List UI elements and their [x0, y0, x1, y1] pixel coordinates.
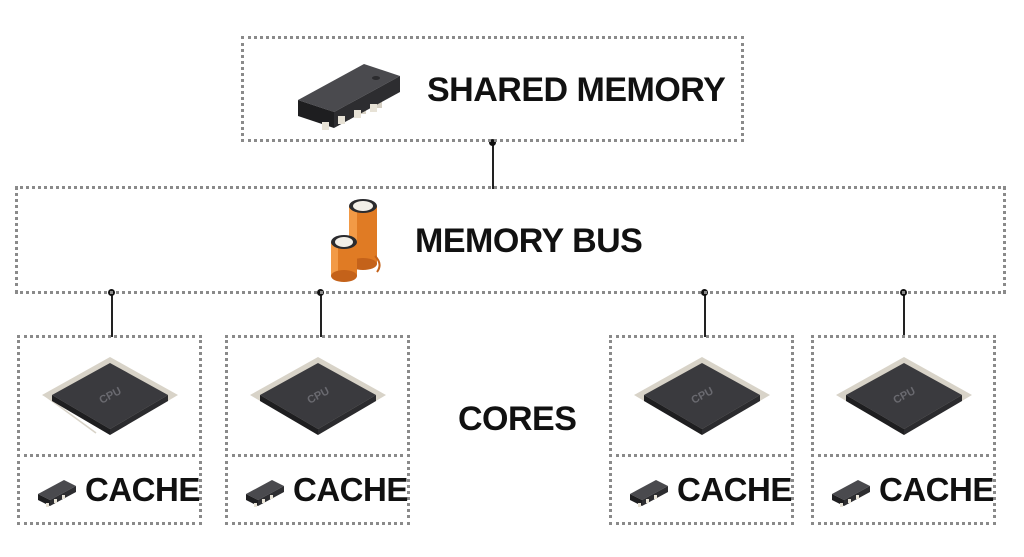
cache-box — [225, 454, 410, 525]
cache-label: CACHE — [293, 471, 408, 508]
shared-memory-box — [241, 36, 744, 142]
connector-dot — [489, 139, 496, 146]
shared-memory-label: SHARED MEMORY — [427, 71, 726, 109]
cache-label: CACHE — [85, 471, 200, 508]
connector-memory-to-bus — [492, 142, 494, 189]
memory-bus-label: MEMORY BUS — [415, 222, 643, 260]
cache-chip-icon — [38, 480, 76, 507]
cores-label: CORES — [458, 400, 577, 438]
connector-bus-to-core-1 — [111, 292, 113, 337]
cpu-chip-icon: CPU — [634, 357, 770, 435]
connector-bus-to-core-4 — [903, 292, 905, 337]
connector-bus-to-core-2 — [320, 292, 322, 337]
connector-bus-to-core-3 — [704, 292, 706, 337]
memory-chip-icon — [298, 64, 400, 130]
capacitor-icon — [331, 199, 381, 282]
memory-bus-box — [15, 186, 1006, 294]
cache-chip-icon — [630, 480, 668, 507]
cache-chip-icon — [246, 480, 284, 507]
cache-box — [17, 454, 202, 525]
cache-box — [811, 454, 996, 525]
cpu-chip-icon: CPU — [836, 357, 972, 435]
cache-chip-icon — [832, 480, 870, 507]
cache-label: CACHE — [677, 471, 792, 508]
cpu-chip-icon: CPU — [250, 357, 386, 435]
cache-label: CACHE — [879, 471, 994, 508]
cpu-chip-icon: CPU — [42, 357, 178, 435]
cache-box — [609, 454, 794, 525]
